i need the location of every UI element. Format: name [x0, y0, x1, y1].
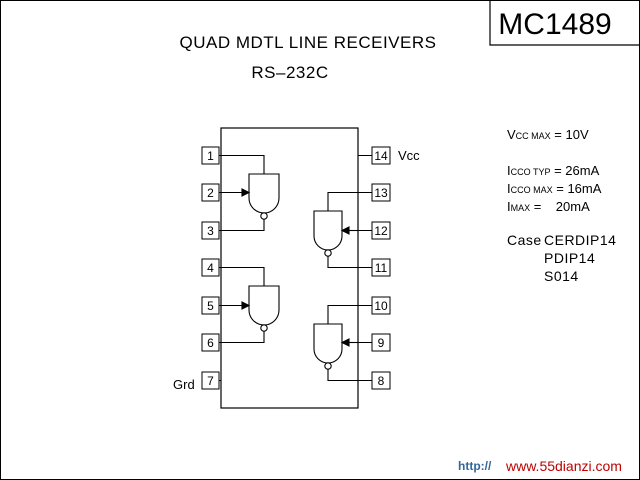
diagram-title: QUAD MDTL LINE RECEIVERS	[180, 33, 437, 52]
spec-icco-max: ICCO MAX = 16mA	[507, 181, 602, 196]
package-so14: S014	[544, 268, 579, 284]
gnd-label: Grd	[173, 377, 195, 392]
pin-number: 10	[374, 299, 388, 313]
watermark: http:// www.55dianzi.com	[458, 458, 622, 474]
watermark-http: http://	[458, 459, 492, 473]
left-pin-5: 5	[201, 296, 221, 315]
pin-number: 14	[374, 149, 388, 163]
pin-number: 7	[207, 374, 214, 388]
part-number-box: MC1489	[489, 0, 640, 46]
pin-number: 8	[378, 374, 385, 388]
spec-imax: IMAX = 20mA	[507, 199, 590, 214]
receiver-gate-1	[221, 154, 280, 232]
diagram-subtitle: RS–232C	[251, 63, 328, 82]
pin-number: 3	[207, 224, 214, 238]
spec-vcc-max: VCC MAX = 10V	[507, 127, 589, 142]
left-pin-1: 1	[201, 146, 221, 165]
left-pin-7: 7	[201, 371, 221, 390]
receiver-gate-4	[313, 304, 358, 382]
right-pin-11: 11	[358, 258, 391, 277]
pin-number: 11	[375, 261, 388, 275]
pin-number: 5	[207, 299, 214, 313]
left-pin-2: 2	[201, 183, 221, 202]
pin-number: 1	[207, 149, 214, 163]
part-number: MC1489	[498, 8, 611, 41]
right-pin-10: 10	[358, 296, 391, 315]
pin-number: 4	[207, 261, 214, 275]
receiver-gate-2	[221, 266, 280, 344]
receiver-gate-3	[313, 191, 358, 269]
pin-number: 9	[378, 336, 385, 350]
left-pin-6: 6	[201, 333, 221, 352]
case-label: Case	[507, 232, 542, 248]
right-pin-9: 9	[358, 333, 391, 352]
left-pin-4: 4	[201, 258, 221, 277]
package-pdip14: PDIP14	[544, 250, 595, 266]
vcc-label: Vcc	[398, 148, 420, 163]
spec-list: VCC MAX = 10V ICCO TYP = 26mA ICCO MAX =…	[507, 127, 602, 214]
watermark-site[interactable]: www.55dianzi.com	[505, 458, 622, 474]
right-pin-13: 13	[358, 183, 391, 202]
spec-icco-typ: ICCO TYP = 26mA	[507, 163, 600, 178]
right-pin-14: 14	[358, 146, 391, 165]
pin-number: 13	[374, 186, 388, 200]
package-cerdip14: CERDIP14	[544, 232, 616, 248]
package-list: Case CERDIP14 PDIP14 S014	[507, 232, 616, 284]
right-pin-8: 8	[358, 371, 391, 390]
pin-number: 6	[207, 336, 214, 350]
pin-number: 2	[207, 186, 214, 200]
right-pin-12: 12	[358, 221, 391, 240]
left-pin-3: 3	[201, 221, 221, 240]
pin-number: 12	[374, 224, 388, 238]
